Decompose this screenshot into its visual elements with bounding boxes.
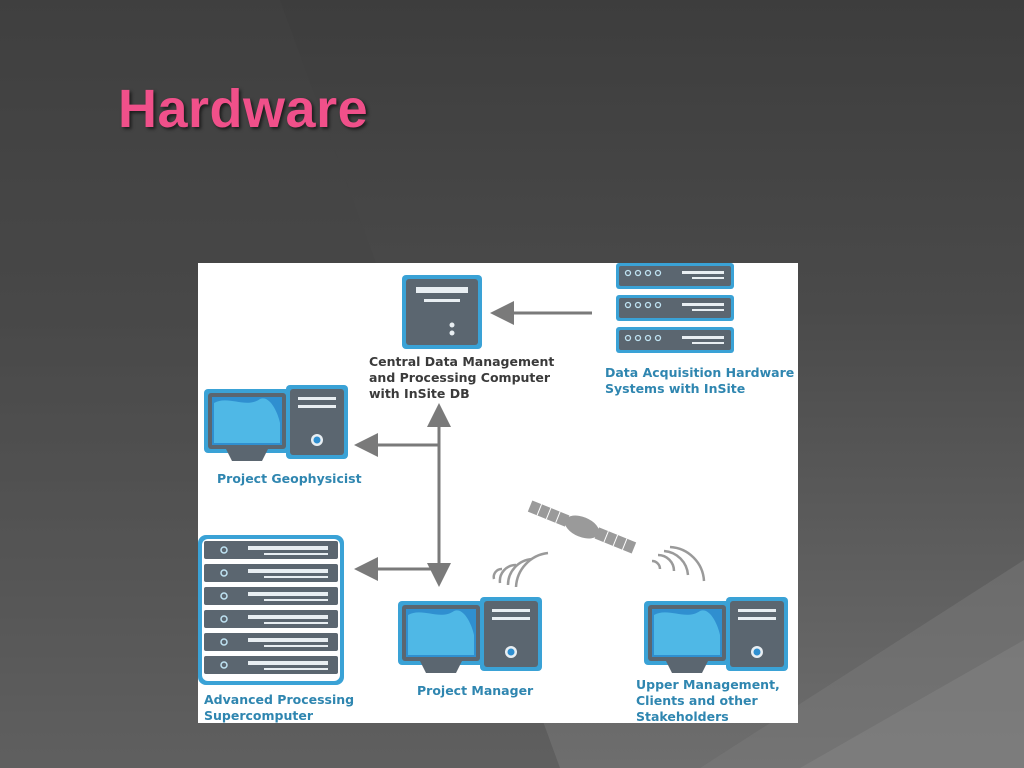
supercomputer-label: Advanced Processing Supercomputer [204, 692, 355, 723]
network-diagram: Central Data Management and Processing C… [198, 263, 798, 723]
upper-management-label: Upper Management, Clients and other Stak… [636, 677, 780, 723]
geophysicist-workstation-icon [204, 385, 348, 461]
slide-title: Hardware [118, 79, 369, 139]
diagram-graphics [198, 263, 788, 685]
upper-management-workstation-icon [644, 597, 788, 673]
supercomputer-rack-icon [198, 535, 344, 685]
acquisition-systems-label: Data Acquisition Hardware Systems with I… [605, 365, 795, 396]
geophysicist-label: Project Geophysicist [217, 471, 362, 486]
project-manager-label: Project Manager [417, 683, 534, 698]
signal-waves-left-icon [492, 551, 549, 588]
manager-workstation-icon [398, 597, 542, 673]
central-server-icon [402, 275, 482, 349]
acquisition-rack-icon [616, 263, 734, 353]
central-computer-label: Central Data Management and Processing C… [369, 354, 555, 401]
satellite-icon [527, 500, 637, 554]
signal-waves-right-icon [651, 545, 706, 582]
